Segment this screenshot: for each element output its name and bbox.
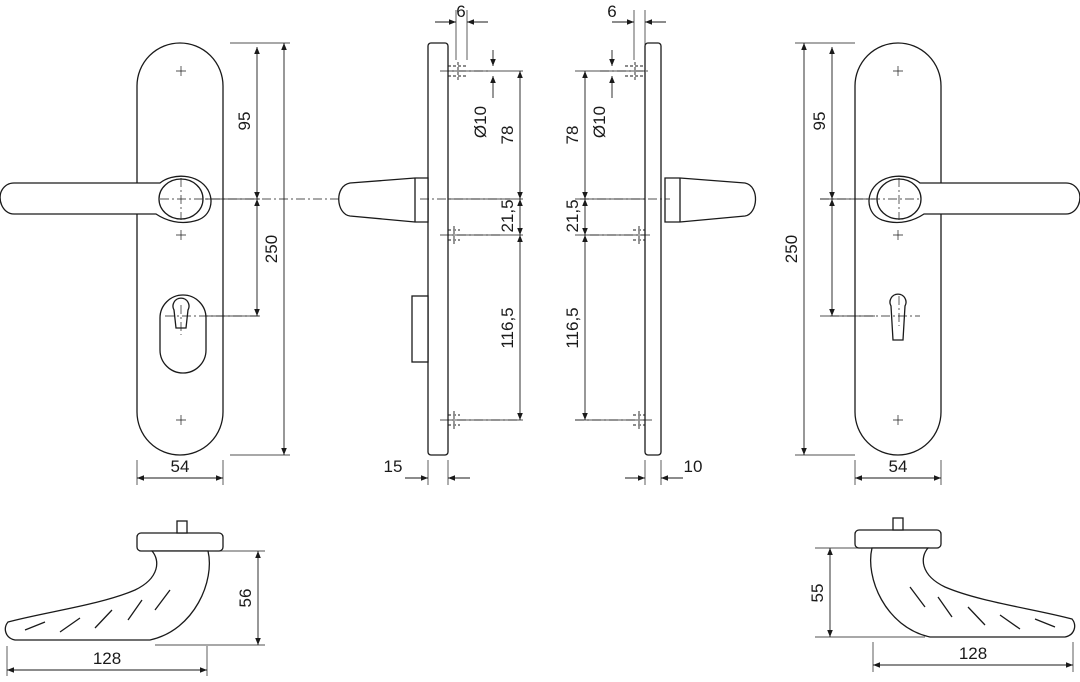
dim-lever-to-cylinder-right: 95: [810, 112, 829, 131]
cylinder-profile-right: [889, 293, 907, 341]
side-plate-left: [427, 42, 449, 456]
dim-plate-width-left: 54: [171, 457, 190, 476]
dim-hole-diameter-right: Ø10: [590, 106, 609, 138]
dim-lever-length-right: 128: [959, 644, 987, 663]
backplate-left: [136, 42, 224, 456]
dim-plate-width-right: 54: [889, 457, 908, 476]
screw-marks-left: [176, 66, 186, 425]
side-view-right: 6 Ø10 78 21,5 116,5 10: [563, 2, 757, 485]
dim-plate-height-right: 250: [782, 235, 801, 263]
dim-lever-projection-right: 55: [808, 584, 827, 603]
side-spindle-block-left: [411, 295, 429, 363]
dim-plate-thickness-right: 10: [684, 457, 703, 476]
side-lever-left: [338, 177, 429, 223]
side-plate-right: [644, 42, 662, 456]
dim-lever-projection-left: 56: [236, 589, 255, 608]
lever-left: [0, 175, 212, 224]
cylinder-escutcheon-left: [159, 294, 207, 374]
dim-plate-height-left: 250: [262, 235, 281, 263]
dim-middle-spacing-right: 21,5: [563, 199, 582, 232]
backplate-right: [854, 42, 942, 456]
cylinder-profile-left: [172, 297, 190, 329]
dim-middle-spacing-left: 21,5: [498, 199, 517, 232]
dim-plate-thickness-left: 15: [384, 457, 403, 476]
side-view-left: 6 Ø10 78 21,5 116,5 15: [338, 2, 523, 485]
lever-top-view-right: 55 128: [808, 517, 1076, 672]
dim-lower-spacing-left: 116,5: [498, 307, 517, 348]
dim-screw-offset-right: 6: [607, 2, 616, 21]
dim-lever-length-left: 128: [93, 649, 121, 668]
lever-right: [868, 175, 1080, 224]
dim-screw-offset-left: 6: [456, 2, 465, 21]
dim-lever-to-cylinder-left: 95: [235, 112, 254, 131]
dim-hole-diameter-left: Ø10: [471, 106, 490, 138]
front-view-right: 54 95 250: [782, 42, 1080, 485]
side-lever-right: [664, 177, 757, 223]
dim-lower-spacing-right: 116,5: [563, 307, 582, 348]
dim-upper-spacing-left: 78: [498, 126, 517, 145]
lever-top-view-left: 56 128: [4, 520, 265, 676]
front-view-left: 54 95 250: [0, 42, 420, 485]
dim-upper-spacing-right: 78: [563, 126, 582, 145]
